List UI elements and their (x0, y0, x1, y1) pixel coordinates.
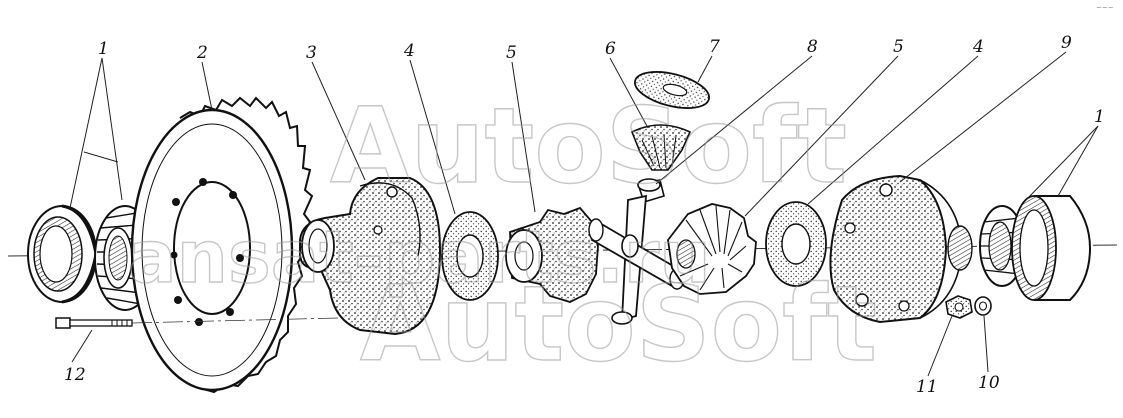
housing-nut (945, 295, 973, 319)
watermark-brand-upper: AutoSoft (330, 85, 847, 207)
right-friction-disc (765, 201, 827, 287)
right-side-gear (667, 203, 757, 295)
left-friction-disc (441, 211, 499, 301)
callout-10: 10 (978, 373, 1000, 393)
callout-2: 2 (196, 43, 208, 63)
callout-11: 11 (916, 377, 938, 397)
callout-5: 5 (506, 43, 517, 63)
crown-gear (130, 96, 314, 394)
spider-cross (588, 178, 685, 325)
callout-4-right: 4 (972, 37, 984, 57)
thrust-washer (634, 71, 710, 109)
callout-1-right: 1 (1094, 107, 1105, 127)
right-bearing-outer-race (1011, 195, 1092, 301)
callout-1: 1 (98, 39, 109, 59)
leader-lines (69, 51, 1099, 377)
callout-5-right: 5 (893, 37, 904, 57)
right-housing-half (829, 174, 973, 324)
callout-6: 6 (605, 39, 616, 59)
left-side-gear (505, 206, 599, 303)
watermark-site: ansat-parts.ru (128, 215, 711, 299)
left-bearing-outer-race (27, 204, 98, 304)
pinion-gear (630, 124, 692, 171)
callout-7: 7 (709, 37, 720, 57)
callout-8: 8 (807, 37, 818, 57)
fastening-bolt (55, 315, 421, 329)
callout-4: 4 (403, 41, 415, 61)
watermark-brand-lower: AutoSoft (360, 263, 877, 385)
corner-mark: ~~~ (1096, 4, 1114, 12)
left-housing-half (299, 177, 442, 336)
callout-3: 3 (306, 43, 317, 63)
callout-12: 12 (64, 365, 86, 385)
callout-9: 9 (1061, 33, 1072, 53)
spring-washer (974, 296, 992, 316)
